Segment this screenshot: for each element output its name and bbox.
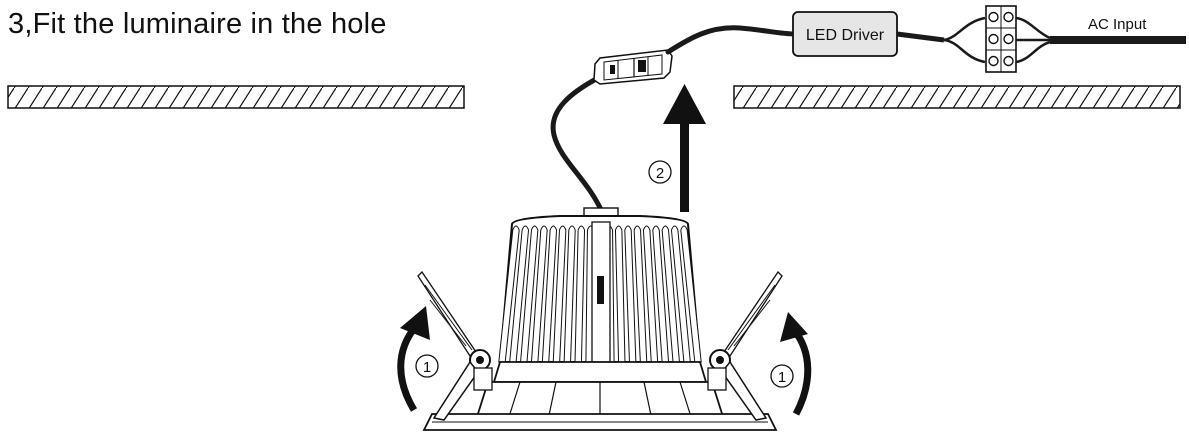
- heatsink-fin: [642, 225, 659, 363]
- heatsink-fin: [552, 225, 567, 363]
- heatsink-fin: [624, 225, 637, 363]
- heatsink-fin: [509, 225, 530, 363]
- led-driver: LED Driver: [792, 11, 898, 57]
- luminaire-cable: [550, 75, 605, 215]
- heatsink-fin: [498, 225, 520, 363]
- rotate-clip-right-arrow-icon: [780, 312, 812, 416]
- heatsink-fin: [633, 225, 648, 363]
- heatsink-fin: [670, 225, 691, 363]
- heatsink-fin: [652, 225, 670, 363]
- driver-output-cable: [896, 31, 945, 43]
- heatsink-fin: [614, 225, 626, 363]
- terminal-screw-icon: [988, 11, 999, 23]
- spring-clip-left: [417, 270, 493, 421]
- page-title: 3,Fit the luminaire in the hole: [8, 8, 387, 40]
- step-1-number-right: 1: [778, 369, 786, 386]
- heatsink-fin: [520, 225, 539, 363]
- step-2-number: 2: [656, 165, 664, 182]
- step-1-marker-right: 1: [770, 364, 794, 388]
- terminal-screw-icon: [1003, 55, 1014, 67]
- ac-input-label: AC Input: [1088, 16, 1147, 33]
- heatsink-fin: [574, 225, 586, 363]
- led-driver-label: LED Driver: [806, 27, 885, 44]
- driver-input-cable: [665, 25, 798, 55]
- heatsink-fin: [563, 225, 576, 363]
- terminal-screw-icon: [1003, 11, 1014, 23]
- terminal-block: [985, 5, 1017, 73]
- step-1-marker-left: 1: [415, 354, 439, 378]
- spring-clip-right: [707, 270, 783, 421]
- heatsink-fin: [541, 225, 558, 363]
- terminal-screw-icon: [1003, 33, 1014, 45]
- terminal-screw-icon: [988, 33, 999, 45]
- step-2-marker: 2: [648, 160, 672, 184]
- ceiling-panel-right: [733, 85, 1181, 109]
- downlight-luminaire: [422, 207, 778, 431]
- ceiling-panel-left: [7, 85, 465, 109]
- quick-connector: [593, 49, 673, 85]
- heatsink-fin: [661, 225, 680, 363]
- step-1-number-left: 1: [423, 359, 431, 376]
- terminal-screw-icon: [988, 55, 999, 67]
- rotate-clip-left-arrow-icon: [397, 306, 430, 412]
- push-up-arrow-icon: [663, 84, 706, 212]
- heatsink-fin: [680, 225, 702, 363]
- heatsink-fin: [530, 225, 548, 363]
